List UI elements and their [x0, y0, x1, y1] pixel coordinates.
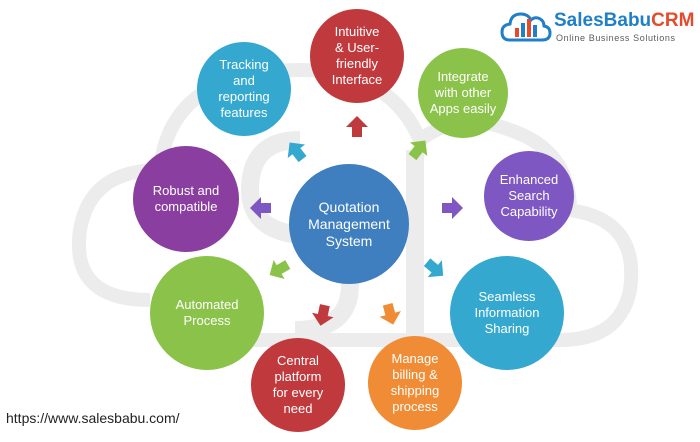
tracking-arrow	[287, 142, 307, 163]
intuitive-arrow	[346, 116, 368, 137]
sharing-node-circle	[450, 256, 564, 370]
automated-arrow	[269, 259, 291, 280]
central-arrow	[312, 304, 334, 326]
integrate-node-circle	[418, 48, 508, 138]
intuitive-node-circle	[310, 9, 404, 103]
sharing-arrow	[423, 258, 444, 278]
billing-arrow	[379, 303, 401, 325]
brand-tagline: Online Business Solutions	[556, 33, 676, 43]
brand-name-main: SalesBabu	[554, 10, 652, 31]
center-node-circle	[289, 164, 409, 284]
robust-arrow	[250, 197, 271, 219]
integrate-arrow	[408, 140, 428, 161]
search-arrow	[442, 197, 463, 219]
search-node-circle	[484, 151, 574, 241]
cloud-chart-logo-icon	[500, 12, 552, 42]
billing-node-circle	[368, 336, 462, 430]
brand-name-crm: CRM	[651, 10, 695, 31]
tracking-node-circle	[197, 42, 291, 136]
brand-logo[interactable]: SalesBabuCRM Online Business Solutions	[500, 6, 698, 46]
brand-name: SalesBabuCRM	[554, 10, 694, 32]
automated-node-circle	[150, 256, 264, 370]
central-node-circle	[251, 338, 345, 432]
robust-node-circle	[133, 146, 239, 252]
website-url[interactable]: https://www.salesbabu.com/	[6, 410, 180, 426]
